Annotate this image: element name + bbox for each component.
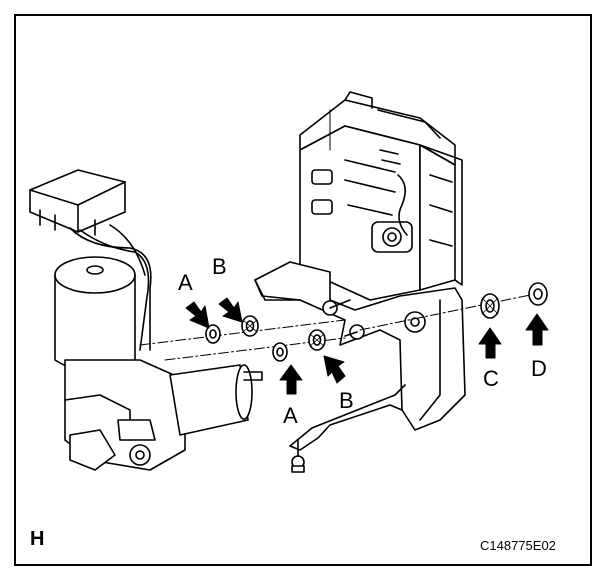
actuator-block — [299, 91, 463, 311]
callout-label-c: C — [483, 366, 499, 391]
washer-a-upper — [205, 324, 221, 344]
callout-label-b-upper: B — [212, 254, 227, 279]
grommet-c — [480, 293, 500, 319]
washer-a-lower — [272, 342, 288, 362]
callout-arrows — [185, 297, 549, 395]
figure-corner-label: H — [30, 528, 45, 550]
arrow-b-lower — [323, 355, 346, 384]
collar-d — [528, 282, 548, 306]
arrow-d — [525, 313, 549, 346]
arrow-c — [478, 327, 502, 359]
callout-label-d: D — [531, 356, 547, 381]
callout-label-a-upper: A — [178, 270, 193, 295]
arrow-a-upper — [185, 301, 210, 329]
arrow-a-lower — [279, 364, 303, 395]
grommet-b-upper — [241, 315, 259, 337]
callout-label-a-lower: A — [283, 403, 298, 428]
pump-motor-assembly — [29, 169, 263, 471]
callout-label-b-lower: B — [339, 388, 354, 413]
arrow-b-upper — [218, 297, 243, 323]
figure-id: C148775E02 — [480, 538, 556, 553]
mounting-bracket — [254, 261, 466, 473]
grommet-b-lower — [308, 329, 326, 351]
